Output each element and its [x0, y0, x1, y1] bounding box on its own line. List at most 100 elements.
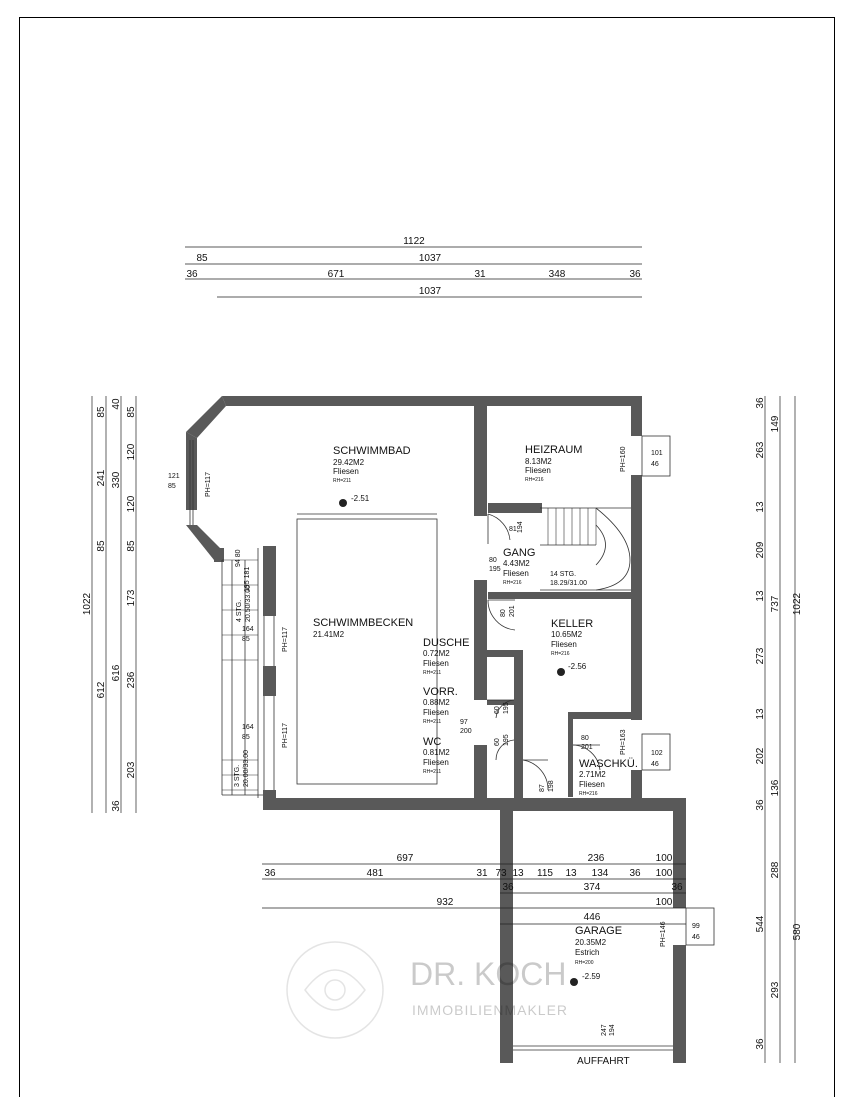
dim-left-36: 36: [111, 800, 122, 812]
room-rh: RH=216: [579, 791, 598, 797]
dim-left-173: 173: [126, 589, 137, 606]
stair-treads: [222, 508, 597, 791]
dim-left-236: 236: [126, 671, 137, 688]
room-rh: RH=211: [333, 478, 351, 484]
room-wc: WC 0.81M2 Fliesen RH=211: [423, 736, 450, 775]
dim-bottom-36a: 36: [264, 868, 276, 879]
room-floor: Fliesen: [503, 569, 529, 578]
room-waschku: WASCHKÜ. 2.71M2 Fliesen RH=216: [579, 758, 638, 797]
room-rh: RH=216: [525, 477, 544, 483]
room-labels: SCHWIMMBAD 29.42M2 Fliesen RH=211 -2.51 …: [313, 444, 638, 981]
room-rh: RH=216: [503, 580, 522, 586]
window-dim: 195 181: [244, 567, 251, 592]
room-floor: Fliesen: [333, 467, 359, 476]
ph-label: PH=160: [620, 446, 627, 472]
wall-right-3: [631, 590, 642, 720]
wall-wc-mid: [487, 700, 514, 705]
level-label: -2.56: [568, 662, 587, 671]
door-dim: 80: [581, 735, 589, 742]
wall-partition-1: [474, 396, 487, 516]
dim-bottom-36c: 36: [502, 882, 514, 893]
window-dim: 85: [242, 636, 250, 643]
room-area: 21.41M2: [313, 630, 345, 639]
level-marker-garage: [570, 978, 578, 986]
door-dim: 200: [460, 728, 472, 735]
wall-wasch-left: [568, 712, 573, 797]
wall-top: [222, 396, 641, 406]
wall-bottom-keller: [500, 798, 686, 811]
wall-partition-3: [474, 745, 487, 800]
dim-right-1022: 1022: [792, 592, 803, 615]
dim-right-36b: 36: [755, 799, 766, 811]
dim-top-36a: 36: [186, 269, 198, 280]
dim-top-85: 85: [196, 253, 208, 264]
door-dim: 60: [494, 706, 501, 714]
dim-bottom-36d: 36: [671, 882, 683, 893]
driveway-label: AUFFAHRT: [577, 1056, 630, 1067]
room-name: WC: [423, 736, 441, 748]
dim-right-136: 136: [770, 779, 781, 796]
dim-right-13c: 13: [755, 708, 766, 720]
room-heizraum: HEIZRAUM 8.13M2 Fliesen RH=216: [525, 444, 582, 483]
door-dim: 194: [609, 1024, 616, 1036]
room-area: 29.42M2: [333, 458, 365, 467]
level-label: -2.59: [582, 972, 601, 981]
dim-right-13a: 13: [755, 501, 766, 513]
room-dusche: DUSCHE 0.72M2 Fliesen RH=211: [423, 637, 469, 676]
window-dim: 85: [168, 483, 176, 490]
dimension-labels-bottom: 697 236 100 36 481 31 73 13 115 13 134 3…: [264, 853, 683, 923]
room-area: 4.43M2: [503, 559, 530, 568]
wall-left-pier-1: [263, 546, 276, 616]
dim-left-330: 330: [111, 471, 122, 488]
window-dim: 121: [168, 473, 180, 480]
room-rh: RH=216: [551, 651, 570, 657]
dim-bottom-481: 481: [367, 868, 384, 879]
dim-top-1037b: 1037: [419, 286, 442, 297]
door-dim: 247: [601, 1024, 608, 1036]
dim-bottom-100b: 100: [656, 868, 673, 879]
window-dim: 85: [242, 734, 250, 741]
stairs-main-label: 14 STG.: [550, 571, 576, 578]
dim-bottom-100c: 100: [656, 897, 673, 908]
room-rh: RH=211: [423, 719, 441, 725]
door-dim: 198: [548, 780, 555, 792]
stairs-ext1-ratio: 20.50/33.00: [245, 585, 252, 622]
thin-lines: [189, 435, 715, 1051]
room-name: DUSCHE: [423, 637, 469, 649]
wall-wc-top: [474, 650, 523, 657]
dim-top-1037: 1037: [419, 253, 442, 264]
dim-bottom-36b: 36: [629, 868, 641, 879]
dim-bottom-73: 73: [495, 868, 507, 879]
dim-right-293: 293: [770, 981, 781, 998]
dim-right-36a: 36: [755, 397, 766, 409]
window-dim: 101: [651, 450, 663, 457]
dim-left-616: 616: [111, 664, 122, 681]
dim-left-85a: 85: [96, 406, 107, 418]
door-dim: 195: [503, 702, 510, 714]
dim-bottom-13a: 13: [512, 868, 524, 879]
door-dim: 97: [460, 719, 468, 726]
wall-garage-left: [500, 798, 513, 1063]
dim-bottom-932: 932: [437, 897, 454, 908]
wall-wc-right: [514, 650, 523, 798]
dim-right-202: 202: [755, 747, 766, 764]
wall-left-stub: [214, 548, 224, 562]
wall-left-pier-2: [263, 666, 276, 696]
door-dim: 195: [503, 734, 510, 746]
room-area: 0.72M2: [423, 649, 450, 658]
door-dim: 80: [500, 609, 507, 617]
wall-bottom-pool: [263, 798, 503, 810]
room-schwimmbecken: SCHWIMMBECKEN 21.41M2: [313, 617, 413, 639]
door-dim: 195: [489, 566, 501, 573]
room-floor: Fliesen: [423, 659, 449, 668]
room-area: 20.35M2: [575, 938, 607, 947]
dim-top-36b: 36: [629, 269, 641, 280]
wall-garage-right-1: [673, 798, 686, 908]
dim-left-203: 203: [126, 761, 137, 778]
ph-label: PH=163: [620, 729, 627, 755]
dim-bottom-446: 446: [584, 912, 601, 923]
room-area: 8.13M2: [525, 457, 552, 466]
window-dim: 102: [651, 750, 663, 757]
door-dim: 80: [489, 557, 497, 564]
dim-top-31: 31: [474, 269, 486, 280]
